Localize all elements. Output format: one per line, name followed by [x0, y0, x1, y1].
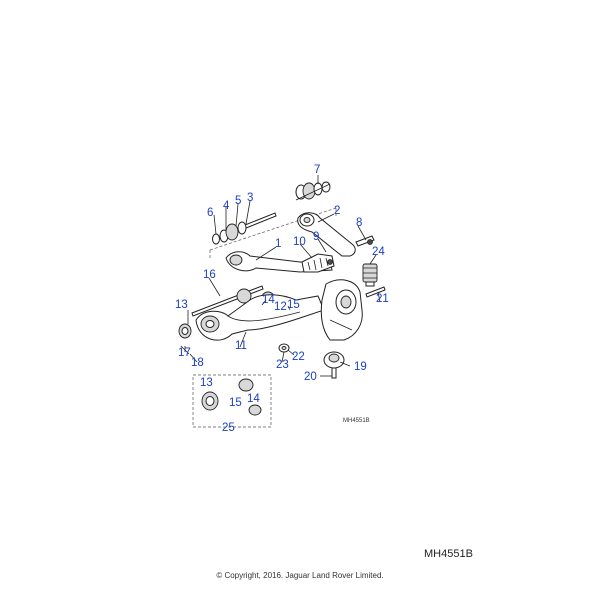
- inset-bush-kit: [192, 374, 272, 428]
- callout-17: 17: [178, 347, 191, 359]
- callout-3: 3: [247, 192, 253, 204]
- callout-19: 19: [354, 361, 367, 373]
- diagram-ref: MH4551B: [424, 548, 473, 560]
- callout-20: 20: [304, 371, 317, 383]
- callout-1: 1: [275, 238, 281, 250]
- callout-6: 6: [207, 207, 213, 219]
- callout-12: 12: [274, 301, 287, 313]
- copyright-notice: © Copyright, 2016. Jaguar Land Rover Lim…: [216, 571, 384, 580]
- pivot-bolt-assembly: [212, 212, 277, 245]
- callout-9: 9: [313, 231, 319, 243]
- callout-18: 18: [191, 357, 204, 369]
- callout-22: 22: [292, 351, 305, 363]
- callout-24: 24: [372, 246, 385, 258]
- lower-control-arm: [195, 294, 325, 341]
- callout-14-inset: 14: [247, 393, 260, 405]
- leader-lines: [184, 175, 381, 377]
- hub-carrier: [320, 279, 363, 341]
- callout-13: 13: [175, 299, 188, 311]
- bushing-stack-upper: [295, 181, 331, 201]
- callout-16: 16: [203, 269, 216, 281]
- callout-23: 23: [276, 359, 289, 371]
- callout-labels: 7 2 3 5 4 6 8 1 9 10 24 16 21 13 14 12 1…: [175, 164, 389, 434]
- callout-4: 4: [223, 200, 230, 212]
- callout-10: 10: [293, 236, 306, 248]
- diagram-ref-inner: MH4551B: [343, 418, 370, 424]
- callout-21: 21: [376, 293, 389, 305]
- callout-11: 11: [235, 340, 247, 352]
- callout-2: 2: [334, 205, 340, 217]
- bracket-plate: [301, 253, 335, 273]
- nut-8: [367, 239, 373, 245]
- callout-8: 8: [356, 217, 362, 229]
- callout-5: 5: [235, 195, 241, 207]
- callout-15-inset: 15: [229, 397, 242, 409]
- upper-link-arm: [297, 212, 375, 257]
- front-bush: [178, 323, 192, 355]
- callout-13-inset: 13: [200, 377, 213, 389]
- ball-joint: [323, 351, 345, 379]
- bolt-right: [365, 286, 386, 298]
- callout-7: 7: [314, 164, 320, 176]
- callout-15: 15: [287, 299, 300, 311]
- bump-stop: [362, 263, 378, 287]
- callout-25: 25: [222, 422, 235, 434]
- washers-lower: [278, 343, 290, 353]
- callout-14: 14: [262, 294, 275, 306]
